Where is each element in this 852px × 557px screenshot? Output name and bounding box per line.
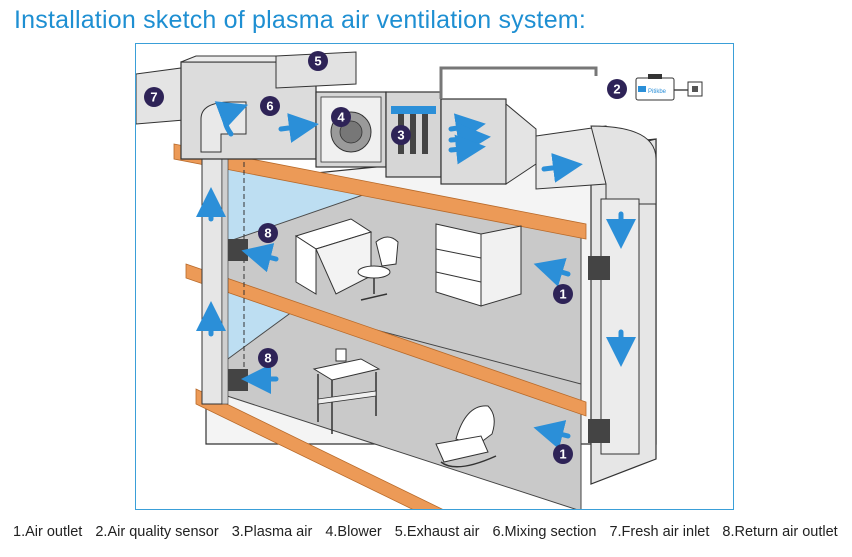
callout-number: 8 <box>264 351 271 366</box>
callout-number: 2 <box>613 82 620 97</box>
callout-number: 5 <box>314 54 321 69</box>
callout-badge-8: 8 <box>258 348 278 368</box>
callout-badge-1: 1 <box>553 284 573 304</box>
bookshelf <box>435 223 522 307</box>
callout-number: 6 <box>266 99 273 114</box>
arrow-plasma-3 <box>448 134 486 165</box>
lounge-chair <box>435 405 497 468</box>
callout-number: 3 <box>397 128 404 143</box>
legend-item-1: 1.Air outlet <box>13 524 83 540</box>
callout-badge-7: 7 <box>144 87 164 107</box>
legend-item-6: 6.Mixing section <box>492 524 597 540</box>
device-label: Pitikbe <box>648 89 667 95</box>
arrow-plasma-1 <box>448 113 486 144</box>
callout-number: 7 <box>150 90 157 105</box>
arrow-inlet-curve <box>214 101 249 137</box>
legend-item-8: 8.Return air outlet <box>722 524 838 540</box>
air-quality-sensor-device: Pitikbe <box>635 74 703 101</box>
callout-number: 1 <box>559 447 566 462</box>
legend-item-3: 3.Plasma air <box>231 524 313 540</box>
callout-badge-4: 4 <box>331 107 351 127</box>
arrow-outlet-lower <box>533 420 571 450</box>
callout-number: 8 <box>264 226 271 241</box>
legend: 1.Air outlet 2.Air quality sensor 3.Plas… <box>13 524 847 540</box>
legend-item-4: 4.Blower <box>325 524 382 540</box>
office-chair <box>357 236 399 301</box>
side-table <box>312 348 381 434</box>
legend-item-5: 5.Exhaust air <box>394 524 480 540</box>
arrow-return-upper <box>241 243 279 273</box>
arrow-supply <box>541 152 583 183</box>
desk <box>294 218 373 295</box>
callout-badge-8: 8 <box>258 223 278 243</box>
legend-item-2: 2.Air quality sensor <box>95 524 219 540</box>
callout-number: 1 <box>559 287 566 302</box>
callout-number: 4 <box>337 110 345 125</box>
installation-sketch: Pitikbe <box>135 43 734 510</box>
callout-badges: 1 1 2 3 4 5 6 7 8 8 <box>144 51 627 464</box>
floor-slabs <box>173 143 587 509</box>
callout-badge-3: 3 <box>391 125 411 145</box>
callout-badge-5: 5 <box>308 51 328 71</box>
arrow-mixing <box>278 113 319 143</box>
callout-badge-1: 1 <box>553 444 573 464</box>
callout-badge-6: 6 <box>260 96 280 116</box>
legend-item-7: 7.Fresh air inlet <box>609 524 710 540</box>
arrow-plasma-2 <box>448 124 491 155</box>
grilles <box>228 239 610 443</box>
diagram-title: Installation sketch of plasma air ventil… <box>14 6 586 34</box>
callout-badge-2: 2 <box>607 79 627 99</box>
airflow-arrows <box>196 101 636 450</box>
arrow-outlet-upper <box>533 257 571 287</box>
